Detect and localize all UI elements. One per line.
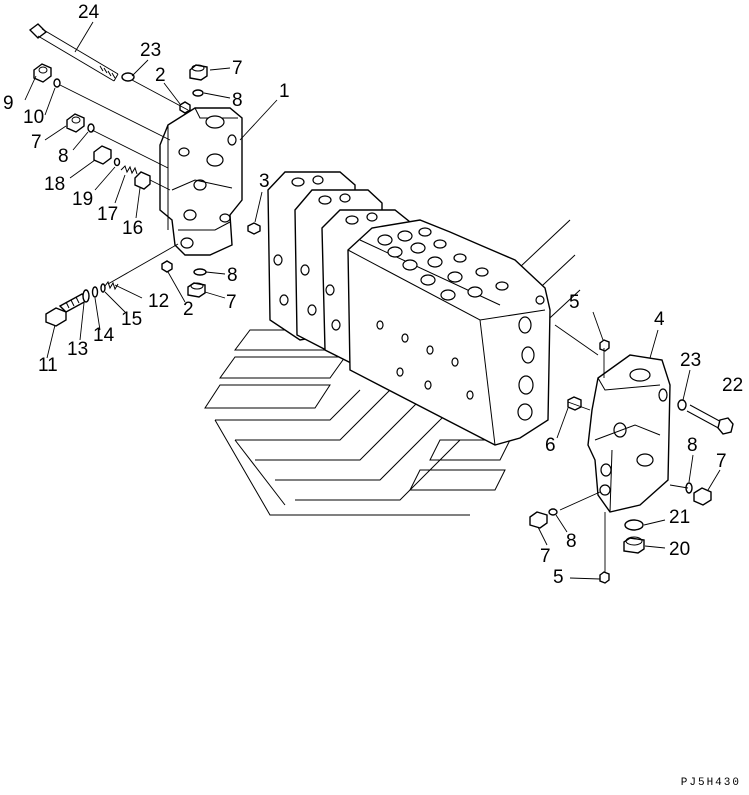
callout-8: 8 [227,265,238,286]
callout-20: 20 [669,539,691,560]
main-valve-body [267,171,551,446]
body-port-holes [376,227,545,421]
callout-7: 7 [226,292,237,313]
callout-11: 11 [38,355,58,376]
callout-7: 7 [716,451,727,472]
fittings-upper-left [33,63,208,190]
end-cover-4 [587,354,671,513]
fittings-right [529,339,734,584]
callout-21: 21 [669,507,691,528]
callout-9: 9 [3,93,14,114]
callout-6: 6 [545,435,556,456]
callout-2: 2 [183,299,194,320]
tie-bolt-24 [28,23,119,82]
leader-lines [24,21,721,580]
callout-22: 22 [722,375,744,396]
callout-23: 23 [680,350,702,371]
callout-8: 8 [566,531,577,552]
callout-1: 1 [279,81,290,102]
callout-17: 17 [97,204,119,225]
callout-7: 7 [232,58,243,79]
callout-15: 15 [121,309,143,330]
callout-24: 24 [78,2,100,23]
callout-7: 7 [31,132,42,153]
drawing-code: PJ5H430 [680,777,741,789]
callout-19: 19 [72,189,94,210]
fittings-lower-left [45,260,207,327]
callout-8: 8 [58,146,69,167]
callout-10: 10 [23,107,45,128]
callout-8: 8 [232,90,243,111]
callout-8: 8 [687,435,698,456]
callout-12: 12 [148,291,170,312]
callout-2: 2 [155,65,166,86]
callout-13: 13 [67,339,89,360]
callout-18: 18 [44,174,66,195]
callout-23: 23 [140,40,162,61]
callout-5: 5 [553,567,564,588]
callout-16: 16 [122,218,144,239]
callout-3: 3 [259,171,270,192]
callout-14: 14 [93,325,115,346]
callout-7: 7 [540,546,551,567]
callout-4: 4 [654,309,665,330]
end-cover-1 [159,107,261,256]
callout-5: 5 [569,292,580,313]
